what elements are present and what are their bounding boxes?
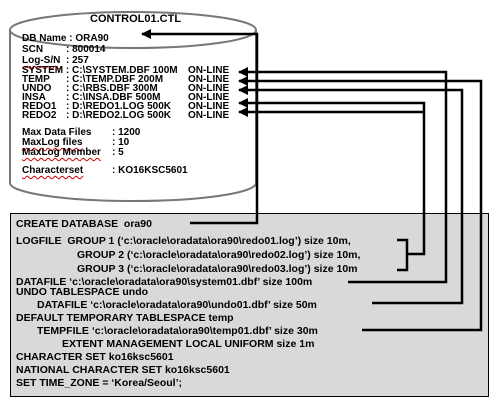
sql-extent-management: EXTENT MANAGEMENT LOCAL UNIFORM size 1m: [62, 338, 315, 350]
file-path-undo: : C:\RBS.DBF 300M: [66, 83, 158, 94]
file-status-undo: ON-LINE: [188, 83, 230, 94]
connector-redo1: [238, 98, 426, 256]
sql-undo-datafile: DATAFILE ‘c:\oracle\oradata\ora90\undo01…: [37, 299, 317, 311]
file-label-undo: UNDO: [22, 83, 52, 94]
file-label-insa: INSA: [22, 92, 46, 103]
file-status-redo2: ON-LINE: [188, 110, 230, 121]
file-status-redo1: ON-LINE: [188, 101, 230, 112]
characterset-label: Characterset: [22, 165, 84, 176]
sql-logfile-group-3: GROUP 3 (‘c:\oracle\oradata\ora90\redo03…: [77, 263, 358, 275]
connector-redo-groups: [397, 238, 409, 272]
sql-national-character-set: NATIONAL CHARACTER SET ko16ksc5601: [16, 364, 230, 376]
file-label-temp: TEMP: [22, 74, 50, 85]
maxlog-files-value: : 10: [112, 137, 130, 148]
max-data-files-value: : 1200: [112, 127, 141, 138]
sql-set-time-zone: SET TIME_ZONE = ‘Korea/Seoul’;: [16, 377, 182, 389]
file-status-temp: ON-LINE: [188, 74, 230, 85]
file-path-temp: : C:\TEMP.DBF 200M: [66, 74, 164, 85]
connector-undo: [238, 85, 464, 305]
sql-logfile-group-2: GROUP 2 (‘c:\oracle\oradata\ora90\redo02…: [77, 249, 361, 261]
maxlog-member-label: MaxLog Member: [22, 147, 101, 158]
connector-lines: [141, 29, 483, 332]
control-file-cylinder: [9, 11, 257, 202]
file-path-redo2: : D:\REDO2.LOG 500K: [66, 110, 172, 121]
db-name-value: ORA90: [75, 33, 109, 44]
characterset-value: : KO16KSC5601: [112, 165, 188, 176]
file-row-system: SYSTEM : C:\SYSTEM.DBF 100M: [22, 65, 178, 76]
file-path-insa: : C:\INSA.DBF 500M: [66, 92, 161, 103]
log-sn-label: Log-S/N: [22, 55, 61, 66]
maxlog-member-value: : 5: [112, 147, 124, 158]
sql-character-set: CHARACTER SET ko16ksc5601: [16, 351, 174, 363]
file-path-redo1: : D:\REDO1.LOG 500K: [66, 101, 172, 112]
sql-datafile: DATAFILE ‘c:\oracle\oradata\ora90\system…: [16, 276, 313, 288]
db-name-label: DB Name : ORA90: [22, 33, 109, 44]
file-status-system: ON-LINE: [188, 65, 230, 76]
sql-tempfile: TEMPFILE ‘c:\oracle\oradata\ora90\temp01…: [37, 325, 318, 337]
connector-system: [238, 67, 448, 284]
file-label-redo2: REDO2: [22, 110, 57, 121]
sql-create-database: CREATE DATABASE ora90: [16, 218, 152, 230]
sql-undo-tablespace: UNDO TABLESPACE undo: [16, 286, 149, 298]
sql-logfile-group-1: LOGFILE GROUP 1 (‘c:\oracle\oradata\ora9…: [16, 235, 351, 247]
connector-temp: [238, 76, 483, 332]
max-data-files-label: Max Data Files: [22, 127, 92, 138]
sql-script-box: [10, 213, 489, 397]
sql-default-temporary-tablespace: DEFAULT TEMPORARY TABLESPACE temp: [16, 312, 234, 324]
scn-value: : 800014: [66, 44, 106, 55]
control-file-title: CONTROL01.CTL: [90, 13, 182, 25]
file-label-redo1: REDO1: [22, 101, 57, 112]
file-status-insa: ON-LINE: [188, 92, 230, 103]
maxlog-files-label: MaxLog files: [22, 137, 83, 148]
log-sn-value: : 257: [66, 55, 89, 66]
connector-dbname: [141, 29, 259, 225]
scn-label: SCN: [22, 44, 44, 55]
